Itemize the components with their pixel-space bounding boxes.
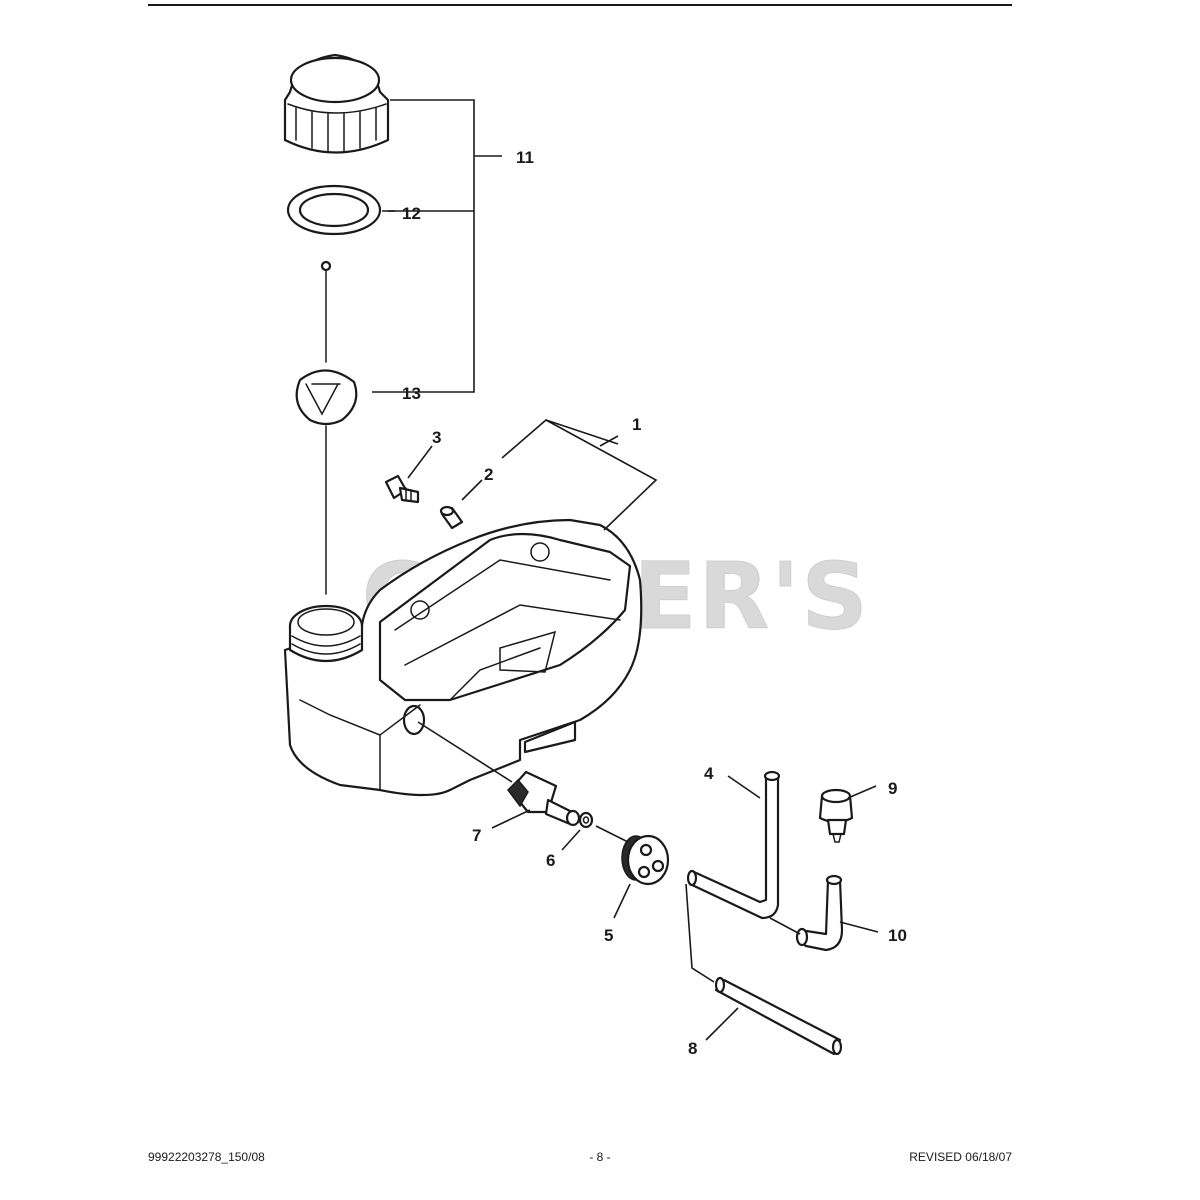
callout-11: 11 (516, 148, 534, 167)
tube-part (714, 976, 843, 1056)
footer-page-number: - 8 - (589, 1150, 611, 1164)
grommet-part (621, 834, 670, 886)
screw-part (384, 474, 420, 504)
fuel-filter-part (295, 260, 358, 595)
bushing-part (439, 505, 464, 530)
callout-12: 12 (402, 204, 421, 223)
fuel-cap-part (283, 53, 390, 154)
fuel-tank-part (283, 518, 643, 797)
leader-lines (372, 99, 879, 1041)
filter-cap-part (818, 788, 854, 843)
callout-7: 7 (472, 826, 481, 845)
callout-8: 8 (688, 1039, 697, 1058)
callout-1: 1 (632, 415, 641, 434)
footer-revision-date: REVISED 06/18/07 (909, 1150, 1012, 1164)
footer-part-number: 99922203278_150/08 (148, 1150, 265, 1164)
callout-13: 13 (402, 384, 421, 403)
grommet-fitting-part (507, 770, 581, 827)
callout-9: 9 (888, 779, 897, 798)
callout-4: 4 (704, 764, 714, 783)
callout-3: 3 (432, 428, 441, 447)
return-line-part (795, 874, 844, 952)
callout-10: 10 (888, 926, 907, 945)
gasket-ring-part (286, 184, 382, 236)
callout-5: 5 (604, 926, 613, 945)
fuel-line-part (686, 770, 781, 920)
small-washer-part (578, 811, 594, 829)
callout-2: 2 (484, 465, 493, 484)
callout-6: 6 (546, 851, 555, 870)
header-rule (148, 4, 1012, 6)
